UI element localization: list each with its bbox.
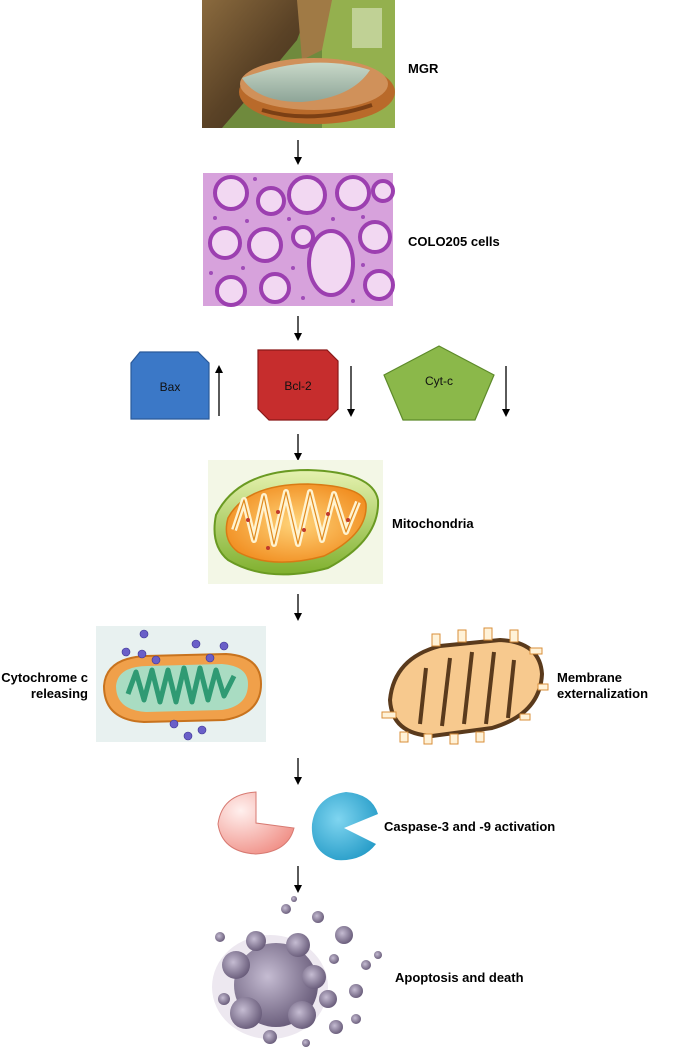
arrow-down-4 — [294, 594, 302, 621]
caspase-9-shape — [311, 792, 378, 861]
cytochrome-release-image — [96, 626, 266, 742]
cytochrome-release-line-2: releasing — [30, 686, 88, 701]
bcl2-shape: Bcl-2 — [257, 349, 339, 421]
bax-label: Bax — [160, 380, 181, 394]
arrow-down-6 — [294, 866, 302, 893]
cytc-down-arrow — [502, 366, 510, 417]
mgr-label: MGR — [408, 61, 439, 76]
mitochondria-label: Mitochondria — [392, 516, 474, 531]
arrow-down-5 — [294, 758, 302, 785]
cytochrome-release-label: Cytochrome c releasing — [0, 670, 88, 702]
arrow-down-1 — [294, 140, 302, 165]
bax-shape: Bax — [130, 351, 210, 420]
cytc-label: Cyt-c — [425, 374, 453, 388]
cytochrome-release-line-1: Cytochrome c — [1, 670, 88, 685]
arrow-down-3 — [294, 434, 302, 461]
bax-up-arrow — [215, 365, 223, 416]
cytc-shape: Cyt-c — [383, 345, 495, 421]
bcl2-down-arrow — [347, 366, 355, 417]
colo205-label: COLO205 cells — [408, 234, 500, 249]
membrane-line-1: Membrane — [557, 670, 623, 685]
caspase-activation-label: Caspase-3 and -9 activation — [384, 819, 556, 834]
caspase-3-shape — [217, 791, 295, 855]
membrane-line-2: externalization — [557, 686, 649, 701]
colo205-image — [203, 173, 395, 307]
bcl2-label: Bcl-2 — [284, 379, 312, 393]
membrane-externalization-label: Membrane externalization — [557, 670, 648, 702]
arrow-down-2 — [294, 316, 302, 341]
mitochondria-image — [208, 460, 383, 584]
apoptosis-label: Apoptosis and death — [395, 970, 524, 985]
apoptosis-image — [212, 896, 382, 1047]
membrane-externalization-image — [381, 627, 549, 745]
mgr-image — [202, 0, 395, 128]
